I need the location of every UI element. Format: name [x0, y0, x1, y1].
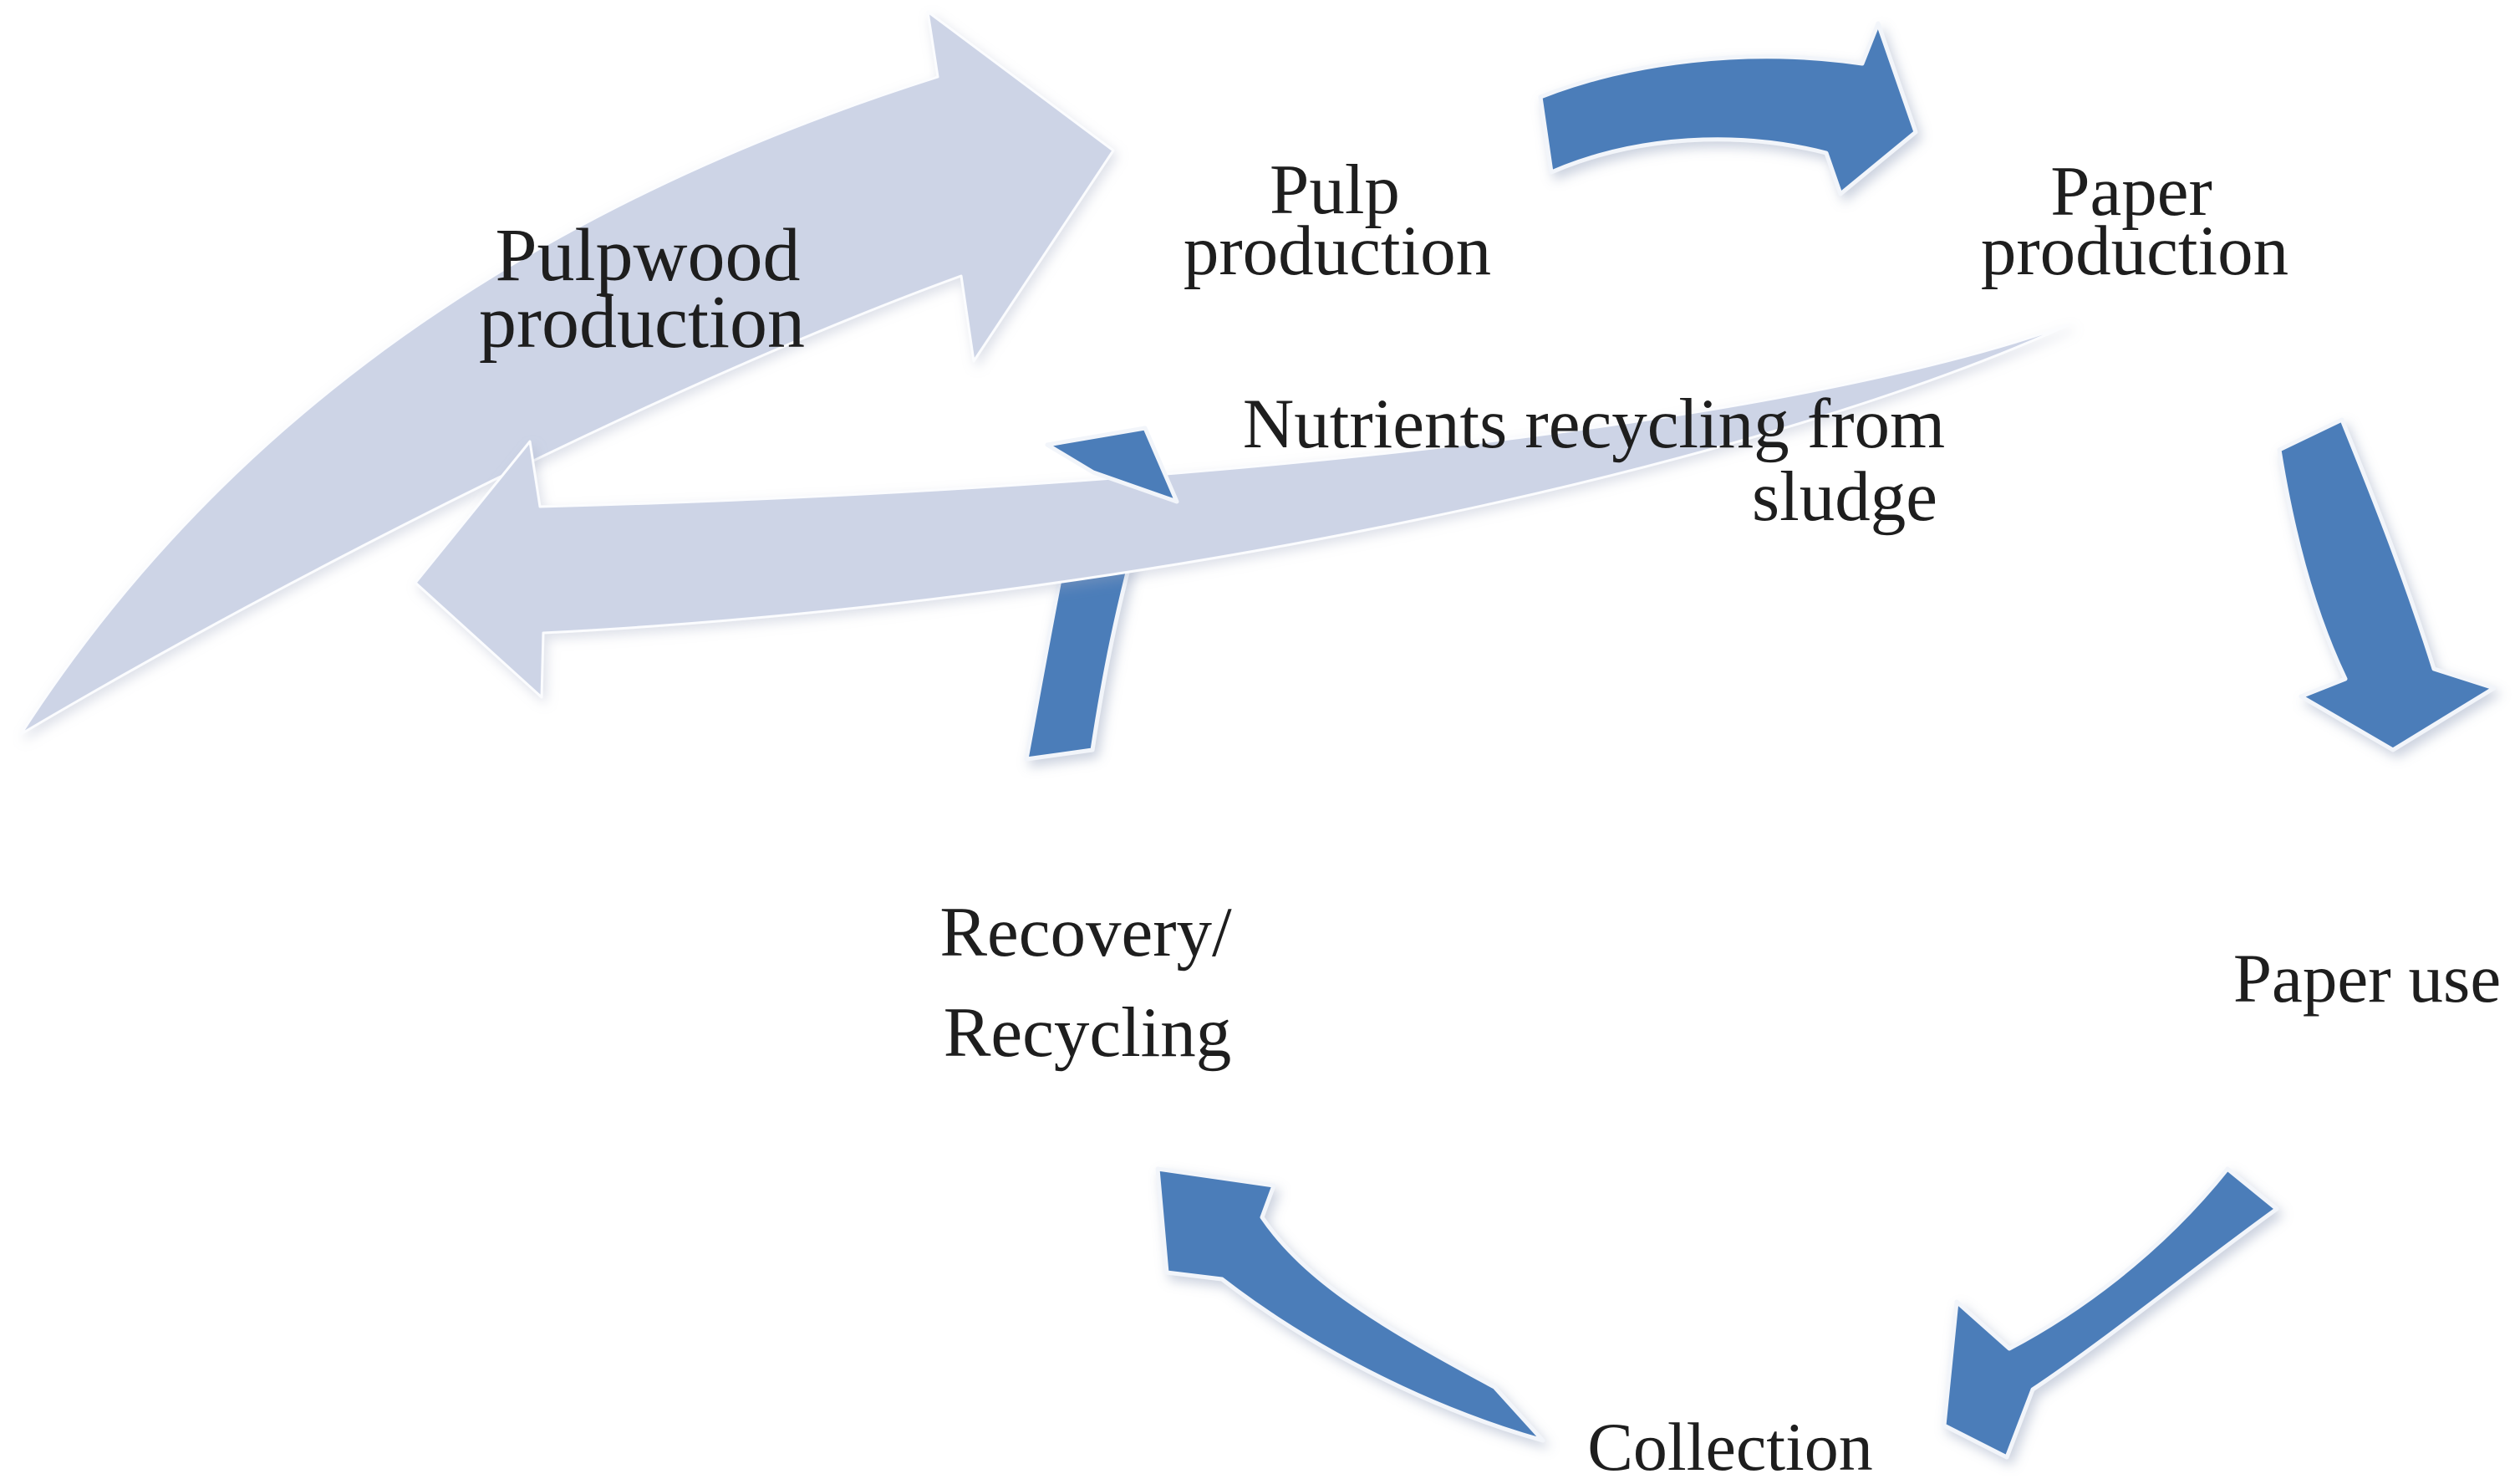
- label-nutrients-recycling-line1: Nutrients recycling from: [1243, 385, 1945, 463]
- label-pulp-production-line2: production: [1184, 212, 1491, 290]
- collection-to-recovery-arrow: [1155, 1166, 1545, 1443]
- label-recovery-recycling-line2: Recycling: [944, 993, 1232, 1072]
- label-recovery-recycling-line1: Recovery/: [939, 893, 1232, 971]
- label-collection: Collection: [1587, 1409, 1873, 1484]
- label-pulpwood-production-line2: production: [479, 281, 805, 364]
- pulp-to-paper-arrow: [1538, 21, 1918, 196]
- recovery-to-pulp-arrow-head: [1045, 426, 1179, 504]
- nutrients-recycling-flow-arrow: [414, 323, 2071, 699]
- pulpwood-production-flow-arrow: [19, 10, 1115, 736]
- label-paper-use: Paper use: [2233, 940, 2501, 1017]
- label-paper-production-line2: production: [1981, 212, 2288, 290]
- paper-use-to-collection-arrow: [1942, 1166, 2279, 1460]
- label-pulp-production-line1: Pulp: [1270, 150, 1400, 229]
- label-paper-production-line1: Paper: [2050, 152, 2212, 231]
- label-pulpwood-production-line1: Pulpwood: [495, 214, 800, 297]
- label-nutrients-recycling-line2: sludge: [1752, 457, 1937, 536]
- paper-production-to-paper-use-arrow: [2277, 417, 2497, 752]
